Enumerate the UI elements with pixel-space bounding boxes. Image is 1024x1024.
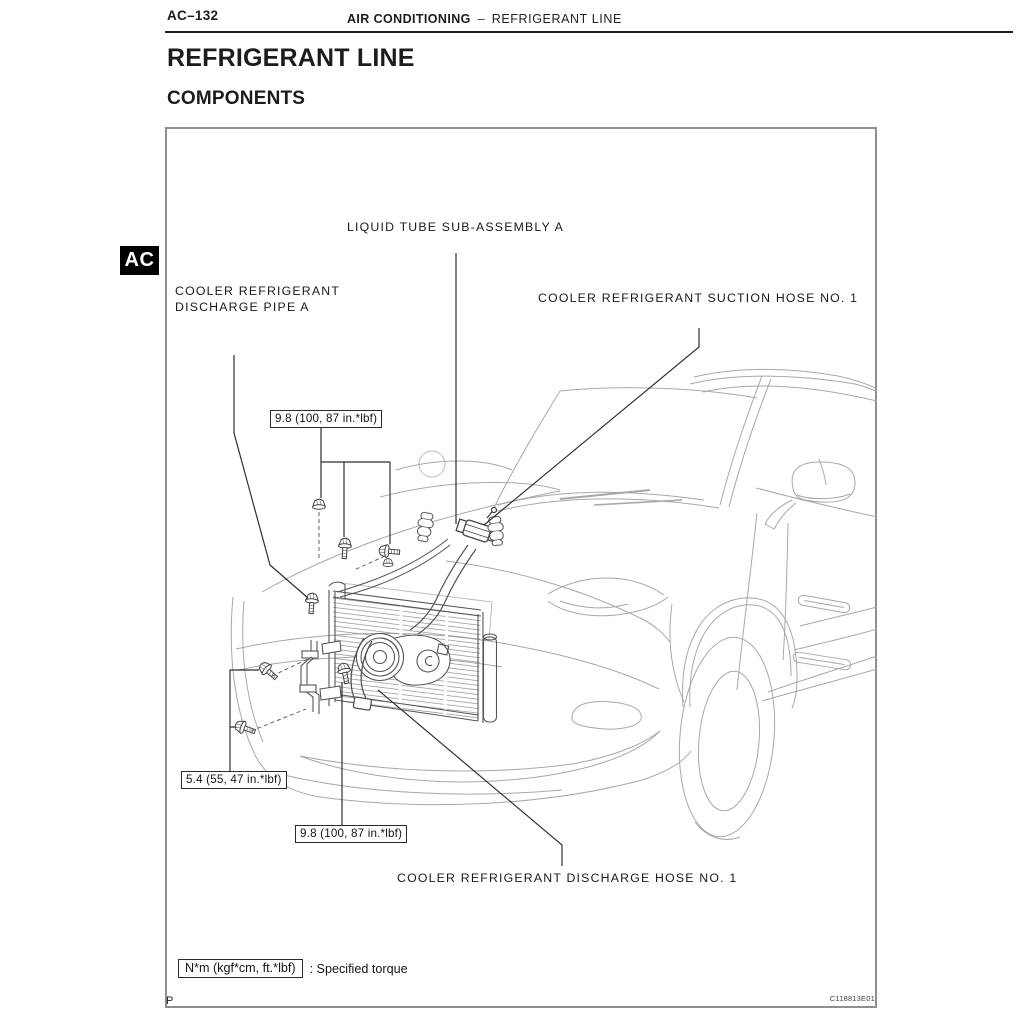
section-subtitle: COMPONENTS [167,88,306,109]
components-illustration [229,253,877,866]
figure-frame [165,127,877,1008]
torque-box-top: 9.8 (100, 87 in.*lbf) [270,410,383,428]
legend-unit-box: N*m (kgf*cm, ft.*lbf) [178,959,303,978]
header-subsection: REFRIGERANT LINE [491,12,622,26]
header-rule [165,31,1013,33]
page-title: REFRIGERANT LINE [167,44,415,72]
header-separator: – [477,12,485,26]
torque-box-left: 5.4 (55, 47 in.*lbf) [181,771,287,789]
label-discharge-pipe-line2: DISCHARGE PIPE A [175,299,310,314]
page-number: AC–132 [167,8,219,23]
discharge-hose [350,637,373,711]
running-header: AIR CONDITIONING–REFRIGERANT LINE [347,12,622,26]
torque-legend: N*m (kgf*cm, ft.*lbf) : Specified torque [178,959,408,978]
label-suction-hose: COOLER REFRIGERANT SUCTION HOSE NO. 1 [538,291,859,305]
assembly-dashed-lines [250,512,386,732]
liquid-tube [336,538,451,598]
torque-box-bottom: 9.8 (100, 87 in.*lbf) [295,825,408,843]
figure-code: C118813E01 [829,994,875,1003]
compressor [355,632,451,686]
chapter-tab: AC [120,246,159,275]
pipe-connector [455,506,498,543]
footer-mark: P [166,995,174,1007]
legend-meaning: : Specified torque [309,961,408,976]
header-section: AIR CONDITIONING [347,12,471,26]
label-discharge-hose: COOLER REFRIGERANT DISCHARGE HOSE NO. 1 [397,871,738,885]
label-liquid-tube: LIQUID TUBE SUB-ASSEMBLY A [347,220,565,234]
discharge-pipe [299,581,346,714]
suction-hose-pipe [409,544,477,635]
car-body-outline [230,368,877,840]
leader-lines [229,253,700,866]
label-discharge-pipe-line1: COOLER REFRIGERANT [175,284,341,298]
label-discharge-pipe: COOLER REFRIGERANT DISCHARGE PIPE A [175,284,340,315]
